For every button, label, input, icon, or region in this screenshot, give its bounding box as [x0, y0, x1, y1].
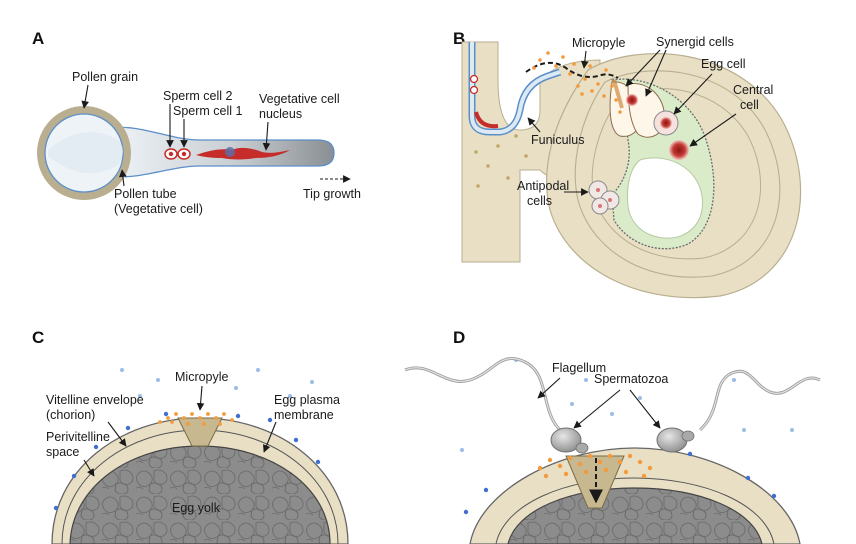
label-tip-growth: Tip growth	[303, 187, 361, 201]
egg-surface-dots-d	[463, 451, 777, 515]
panel-d: D	[404, 328, 821, 544]
label-antipodal-line2: cells	[527, 194, 552, 208]
attractant-dots-d	[537, 453, 653, 479]
label-sperm-cell-2: Sperm cell 2	[163, 89, 233, 103]
label-funiculus: Funiculus	[531, 133, 585, 147]
label-central-cell-line2: cell	[740, 98, 759, 112]
panel-b: B	[453, 29, 802, 299]
panel-a-letter: A	[32, 29, 44, 48]
label-synergid-cells: Synergid cells	[656, 35, 734, 49]
label-vegetative-nucleus-line1: Vegetative cell	[259, 92, 340, 106]
label-vegetative-nucleus-line2: nucleus	[259, 107, 302, 121]
panel-c-letter: C	[32, 328, 44, 347]
antipodal-cells	[588, 180, 620, 215]
label-antipodal-line1: Antipodal	[517, 179, 569, 193]
central-cell-nucleus	[669, 140, 689, 160]
attractant-dots-b	[532, 51, 622, 114]
label-sperm-cell-1: Sperm cell 1	[173, 104, 243, 118]
label-micropyle-c: Micropyle	[175, 370, 229, 384]
label-pollen-grain: Pollen grain	[72, 70, 138, 84]
label-spermatozoa: Spermatozoa	[594, 372, 668, 386]
label-egg-plasma-line1: Egg plasma	[274, 393, 340, 407]
label-vitelline-line1: Vitelline envelope	[46, 393, 144, 407]
vegetative-nucleus	[196, 147, 290, 160]
label-perivitelline-line1: Perivitelline	[46, 430, 110, 444]
label-vitelline-line2: (chorion)	[46, 408, 95, 422]
spermatozoon-right	[656, 369, 821, 453]
label-egg-cell: Egg cell	[701, 57, 745, 71]
panel-c: C Micropyle Vitelline envelope (chorion)	[32, 328, 349, 544]
label-central-cell-line1: Central	[733, 83, 773, 97]
label-micropyle-b: Micropyle	[572, 36, 626, 50]
egg-surface-dots-c	[53, 411, 321, 511]
panel-d-letter: D	[453, 328, 465, 347]
label-egg-yolk: Egg yolk	[172, 501, 221, 515]
panel-a: A Pollen grain Sperm cell 2 Sperm cell 1…	[32, 29, 361, 216]
label-egg-plasma-line2: membrane	[274, 408, 334, 422]
label-perivitelline-line2: space	[46, 445, 79, 459]
label-pollen-tube-line2: (Vegetative cell)	[114, 202, 203, 216]
label-pollen-tube-line1: Pollen tube	[114, 187, 177, 201]
label-flagellum: Flagellum	[552, 361, 606, 375]
attractant-dots-c	[158, 412, 234, 426]
